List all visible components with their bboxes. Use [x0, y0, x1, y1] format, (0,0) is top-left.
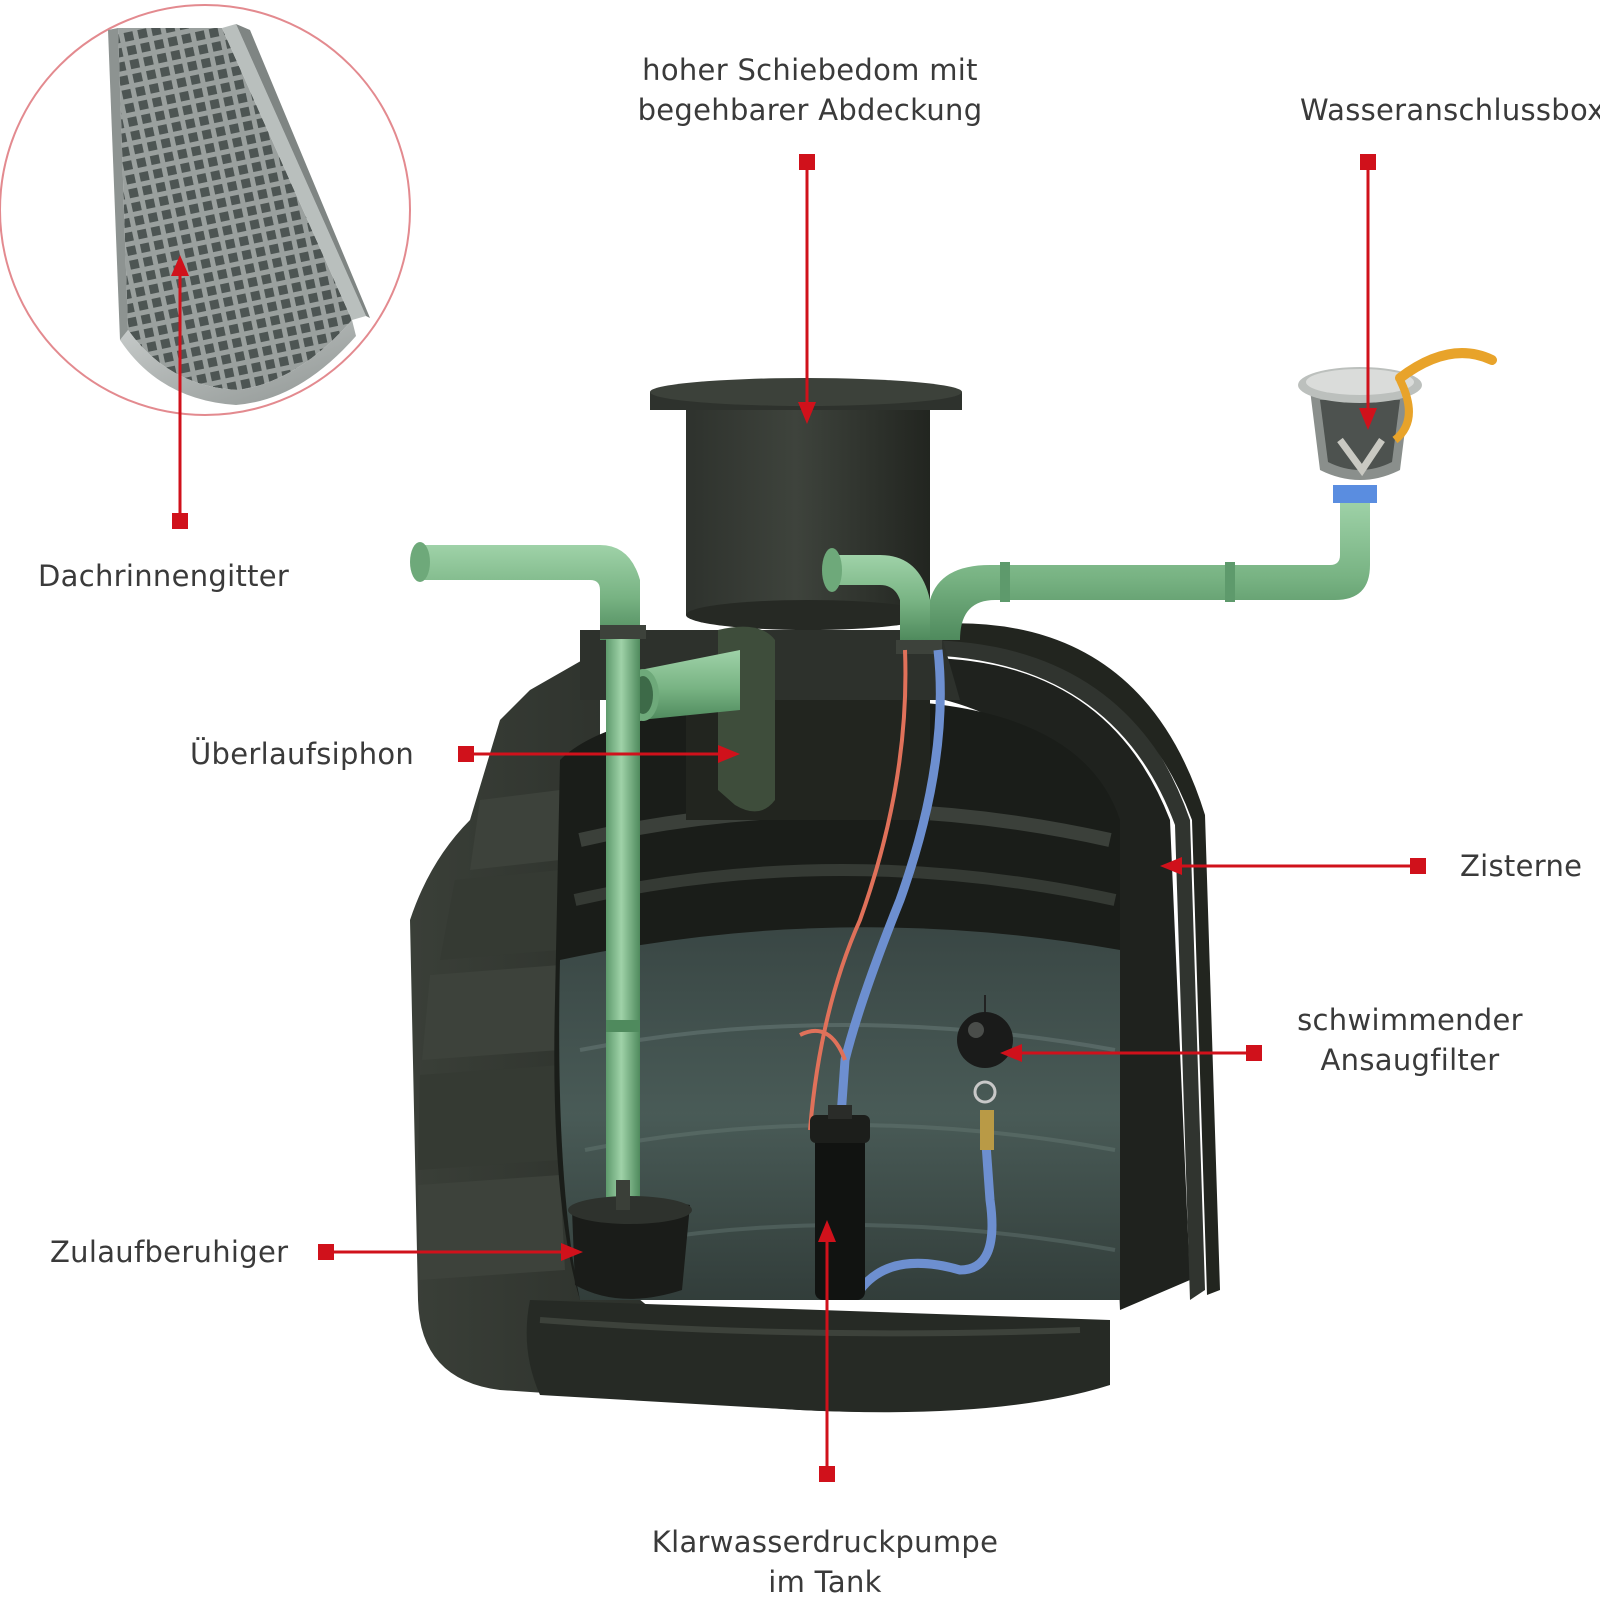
label-dome-line1: hoher Schiebedom mit — [642, 53, 978, 87]
pressure-pump — [810, 1105, 870, 1300]
supply-pipe — [822, 485, 1377, 654]
label-connection-box: Wasseranschlussbox — [1300, 93, 1600, 127]
water-connection-box — [1298, 348, 1497, 480]
label-pump-line1: Klarwasserdruckpumpe — [651, 1525, 999, 1559]
callouts — [171, 154, 1426, 1482]
label-dome-line2: begehbarer Abdeckung — [637, 93, 983, 127]
gutter-grid-inset — [0, 4, 411, 416]
label-pump: Klarwasserdruckpumpe im Tank — [620, 1522, 1030, 1602]
label-gutter-grid: Dachrinnengitter — [38, 559, 290, 593]
label-inflow-calmer: Zulaufberuhiger — [50, 1235, 289, 1269]
label-filter-line2: Ansaugfilter — [1320, 1043, 1500, 1077]
label-overflow-siphon: Überlaufsiphon — [190, 737, 415, 771]
floating-intake-filter — [957, 995, 1013, 1104]
pump-hoses — [799, 649, 997, 1293]
inflow-calmer — [568, 1180, 692, 1299]
label-floating-filter: schwimmender Ansaugfilter — [1280, 1000, 1540, 1080]
label-cistern: Zisterne — [1460, 849, 1583, 883]
inflow-pipe — [410, 542, 646, 1230]
label-filter-line1: schwimmender — [1297, 1003, 1523, 1037]
label-pump-line2: im Tank — [768, 1565, 882, 1599]
label-dome: hoher Schiebedom mit begehbarer Abdeckun… — [610, 50, 1010, 130]
